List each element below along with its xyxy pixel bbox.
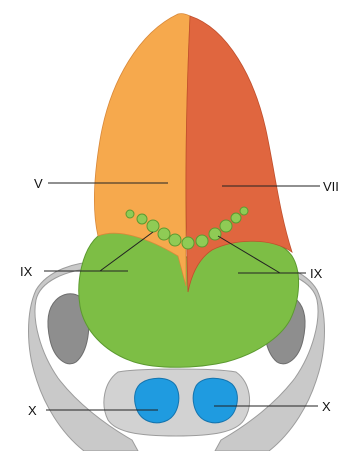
label-v: V: [34, 176, 43, 191]
green-dot: [231, 213, 241, 223]
label-ix-right: IX: [310, 266, 323, 281]
label-ix-left: IX: [20, 264, 33, 279]
green-dot: [169, 234, 181, 246]
green-dot: [182, 237, 194, 249]
green-dot: [209, 228, 221, 240]
blue-lobe-left: [135, 378, 179, 423]
green-dot: [196, 235, 208, 247]
label-x-left: X: [28, 403, 37, 418]
green-dot: [137, 214, 147, 224]
green-dot: [126, 210, 134, 218]
green-dot: [147, 220, 159, 232]
green-dot: [240, 207, 248, 215]
label-x-right: X: [322, 399, 331, 414]
blue-lobe-right: [193, 378, 237, 423]
green-dot: [158, 228, 170, 240]
green-dot: [220, 220, 232, 232]
label-vii: VII: [323, 179, 339, 194]
